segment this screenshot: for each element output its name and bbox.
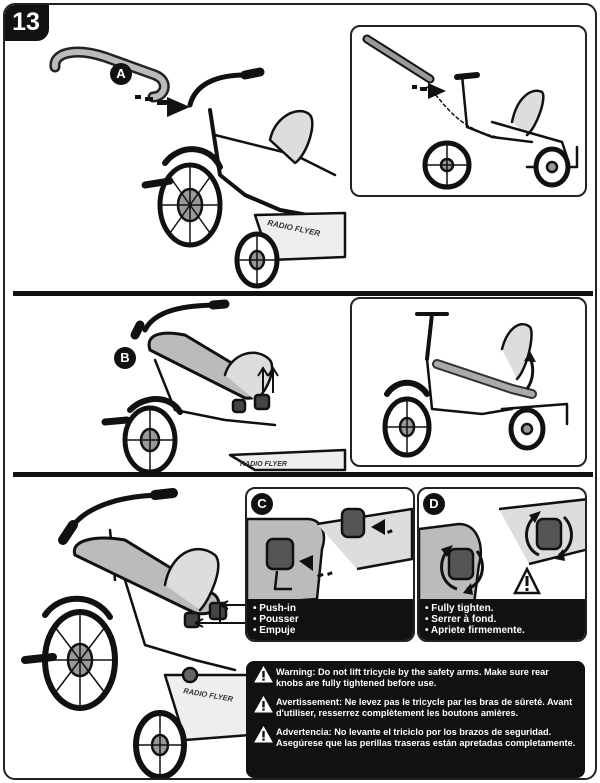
detail-panel-tighten: D • Fully tighten. • Serrer à fond. • Ap… xyxy=(417,487,587,642)
caption-line: • Fully tighten. xyxy=(425,603,494,614)
caption-line: • Empuje xyxy=(253,625,296,636)
caption-line: • Push-in xyxy=(253,603,296,614)
warning-text-es: Advertencia: No levante el triciclo por … xyxy=(276,727,576,748)
section-divider xyxy=(13,291,593,296)
callout-c: C xyxy=(251,493,273,515)
tricycle-assembly-illustration-b: RADIO FLYER xyxy=(101,299,347,475)
caption-line: • Serrer à fond. xyxy=(425,614,497,625)
detail-panel-push-in: C • Push-in • Pousser • Empuje xyxy=(245,487,415,642)
warning-fr: Avertissement: Ne levez pas le tricycle … xyxy=(254,696,577,719)
knob-tighten-illustration xyxy=(419,498,585,609)
caption-line: • Pousser xyxy=(253,614,299,625)
warning-triangle-icon xyxy=(254,666,273,683)
step-number: 13 xyxy=(5,5,49,41)
callout-b: B xyxy=(114,347,136,369)
warning-triangle-icon xyxy=(512,566,542,595)
warning-triangle-icon xyxy=(254,726,273,743)
warning-text-en: Warning: Do not lift tricycle by the saf… xyxy=(276,667,549,688)
warning-text-fr: Avertissement: Ne levez pas le tricycle … xyxy=(276,697,573,718)
tricycle-assembly-illustration-a: RADIO FLYER xyxy=(49,46,347,289)
callout-a: A xyxy=(110,63,132,85)
tricycle-assembled-illustration: RADIO FLYER xyxy=(21,488,252,778)
pointer-arrow-icon xyxy=(194,600,245,628)
caption-push-in: • Push-in • Pousser • Empuje xyxy=(247,599,413,640)
detail-panel-seat-back xyxy=(350,25,587,197)
tricycle-safety-arm-illustration xyxy=(382,312,569,458)
tricycle-side-view-illustration xyxy=(362,34,579,190)
section-divider xyxy=(13,472,593,477)
detail-panel-safety-arm xyxy=(350,297,587,467)
knob-push-illustration xyxy=(247,507,413,606)
warning-es: Advertencia: No levante el triciclo por … xyxy=(254,726,577,749)
caption-line: • Apriete firmemente. xyxy=(425,625,525,636)
caption-tighten: • Fully tighten. • Serrer à fond. • Apri… xyxy=(419,599,585,640)
instruction-page: 13 xyxy=(3,3,597,780)
warning-triangle-icon xyxy=(254,696,273,713)
callout-d: D xyxy=(423,493,445,515)
svg-text:RADIO FLYER: RADIO FLYER xyxy=(240,461,287,468)
warning-box: Warning: Do not lift tricycle by the saf… xyxy=(246,661,585,778)
warning-en: Warning: Do not lift tricycle by the saf… xyxy=(254,666,577,689)
